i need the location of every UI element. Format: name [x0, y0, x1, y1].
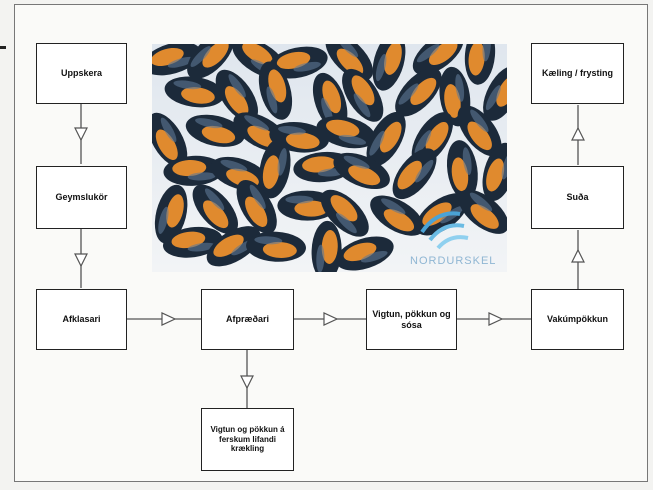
mussel-shell [192, 184, 239, 234]
mussel-shell [210, 156, 269, 191]
arrowhead-down [240, 375, 254, 390]
mussel-shell [258, 61, 293, 120]
mussel-shell [259, 139, 291, 199]
mussel-shell [446, 140, 478, 200]
arrowhead-up [571, 248, 585, 263]
mussel-shell [268, 46, 328, 79]
arrowhead-down [74, 127, 88, 142]
mussel-shell [152, 44, 201, 76]
arrowhead-right [488, 312, 504, 326]
node-geymslukor: Geymslukör [36, 166, 127, 229]
arrowhead-right [323, 312, 339, 326]
mussel-shell [185, 114, 245, 147]
mussel-shell [412, 44, 464, 75]
mussel-shell [482, 142, 507, 202]
mussel-shell [312, 72, 348, 131]
mussel-shell [370, 195, 424, 236]
mussel-shell [457, 105, 502, 157]
node-vigtun-sosa: Vigtun, pökkun og sósa [366, 289, 457, 350]
mussels-photo: NORDURSKEL [152, 44, 507, 272]
mussel-shell [187, 44, 235, 79]
mussel-shell [325, 44, 373, 81]
node-kaeling: Kæling / frysting [531, 43, 624, 104]
mussel-shell [342, 68, 384, 122]
mussel-shell [366, 111, 406, 167]
logo-waves-icon [420, 211, 469, 250]
mussel-shell [464, 44, 496, 85]
node-vakumpokkun: Vakúmpökkun [531, 289, 624, 350]
photo-logo-text: NORDURSKEL [410, 255, 496, 267]
node-sudu: Suða [531, 166, 624, 229]
mussel-shell [246, 231, 306, 262]
mussel-shell [395, 68, 442, 117]
mussel-shell [372, 44, 406, 91]
mussel-shell [333, 152, 390, 190]
mussel-shell [320, 189, 369, 237]
mussel-shell [311, 220, 342, 272]
mussel-shell [458, 189, 507, 234]
mussel-shell [335, 236, 394, 271]
mussel-shell [215, 69, 258, 122]
mussel-shell [316, 116, 376, 149]
node-afpraedari: Afpræðari [201, 289, 294, 350]
mussel-shell [152, 112, 188, 167]
mussel-shell [164, 76, 225, 108]
scan-edge-mark [0, 46, 6, 49]
mussel-shell [483, 65, 507, 121]
arrowhead-up [571, 126, 585, 141]
node-ferskum: Vigtun og pökkun á ferskum lifandi krækl… [201, 408, 294, 471]
mussel-shell [154, 184, 188, 244]
mussel-shell [162, 226, 223, 258]
node-afklasari: Afklasari [36, 289, 127, 350]
mussel-shell [236, 179, 277, 234]
node-uppskera: Uppskera [36, 43, 127, 104]
mussel-shell [392, 148, 437, 200]
arrowhead-down [74, 253, 88, 268]
mussel-shell [163, 155, 224, 186]
arrowhead-right [161, 312, 177, 326]
